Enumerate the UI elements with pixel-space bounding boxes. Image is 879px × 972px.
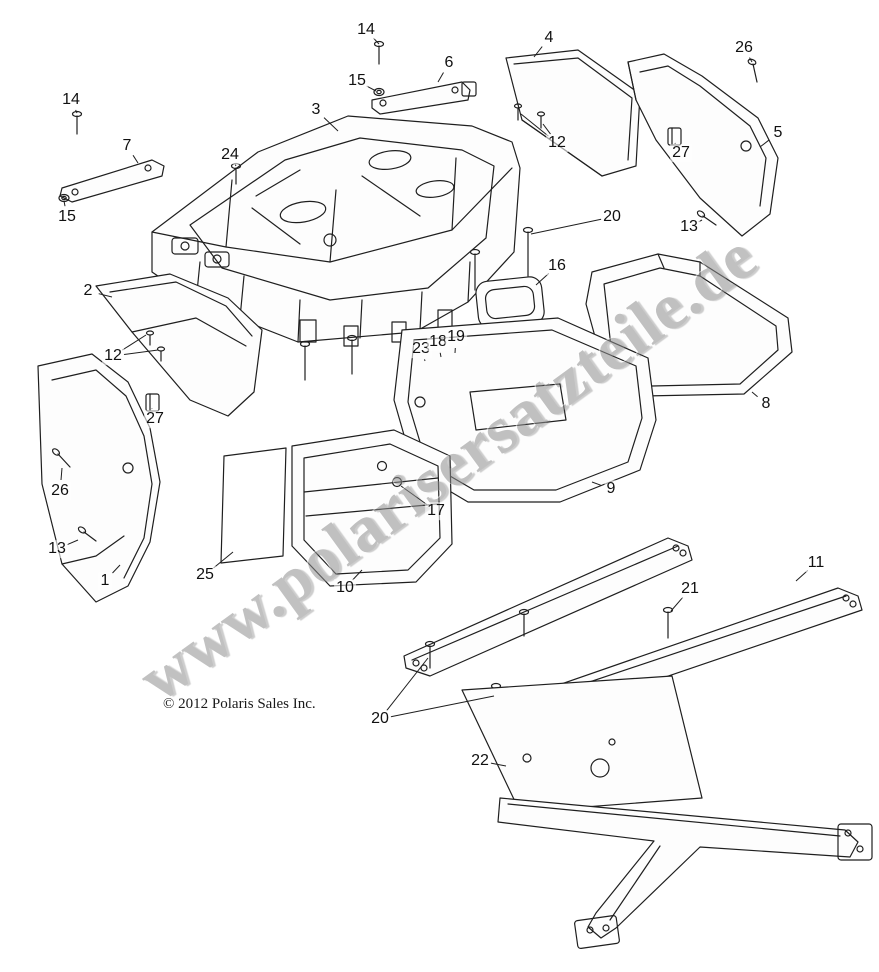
part-10-lower-left-floor [291,429,453,587]
callout-20: 20 [601,208,623,226]
callout-19: 19 [445,328,467,346]
callout-27: 27 [144,410,166,428]
callout-20: 20 [369,710,391,728]
callout-7: 7 [120,137,134,155]
callout-4: 4 [542,29,556,47]
part-2-front-left-fender [95,273,263,417]
callout-23: 23 [410,340,432,358]
screw-26-left [51,448,71,468]
callout-6: 6 [442,54,456,72]
callout-24: 24 [219,146,241,164]
part-22-bottom-bracket-assembly [461,675,873,949]
screw-13-left [77,526,97,542]
part-6-upper-bracket [371,81,477,115]
callout-26: 26 [49,482,71,500]
callout-27: 27 [670,144,692,162]
callout-1: 1 [98,572,112,590]
callout-5: 5 [771,124,785,142]
callout-17: 17 [425,502,447,520]
part-25-heat-shield [220,447,287,564]
callout-10: 10 [334,579,356,597]
part-5-right-rear-panel [627,53,779,237]
callout-15: 15 [56,208,78,226]
callout-2: 2 [81,282,95,300]
screw-26-top-right [747,58,758,83]
callout-25: 25 [194,566,216,584]
callout-16: 16 [546,257,568,275]
bolt-14-top [373,40,385,65]
screws-12-right [513,103,546,129]
bolt-14-left [71,110,83,135]
callout-15: 15 [346,72,368,90]
callout-9: 9 [604,480,618,498]
callout-13: 13 [678,218,700,236]
callout-14: 14 [60,91,82,109]
callout-8: 8 [759,395,773,413]
callout-21: 21 [679,580,701,598]
callout-13: 13 [46,540,68,558]
callout-22: 22 [469,752,491,770]
screw-13-right [696,210,717,226]
copyright-text: © 2012 Polaris Sales Inc. [163,696,316,712]
part-1-rear-left-fender [37,353,161,603]
callout-18: 18 [427,333,449,351]
callout-11: 11 [805,554,827,572]
callout-12: 12 [546,134,568,152]
callout-14: 14 [355,21,377,39]
part-3-cargo-bed [151,115,521,347]
callout-3: 3 [309,101,323,119]
callout-26: 26 [733,39,755,57]
nut-15-top [373,87,385,97]
callout-12: 12 [102,347,124,365]
screws-12-left [145,330,166,362]
bed-bolts [299,226,534,381]
part-4-right-upper-panel [505,49,641,177]
